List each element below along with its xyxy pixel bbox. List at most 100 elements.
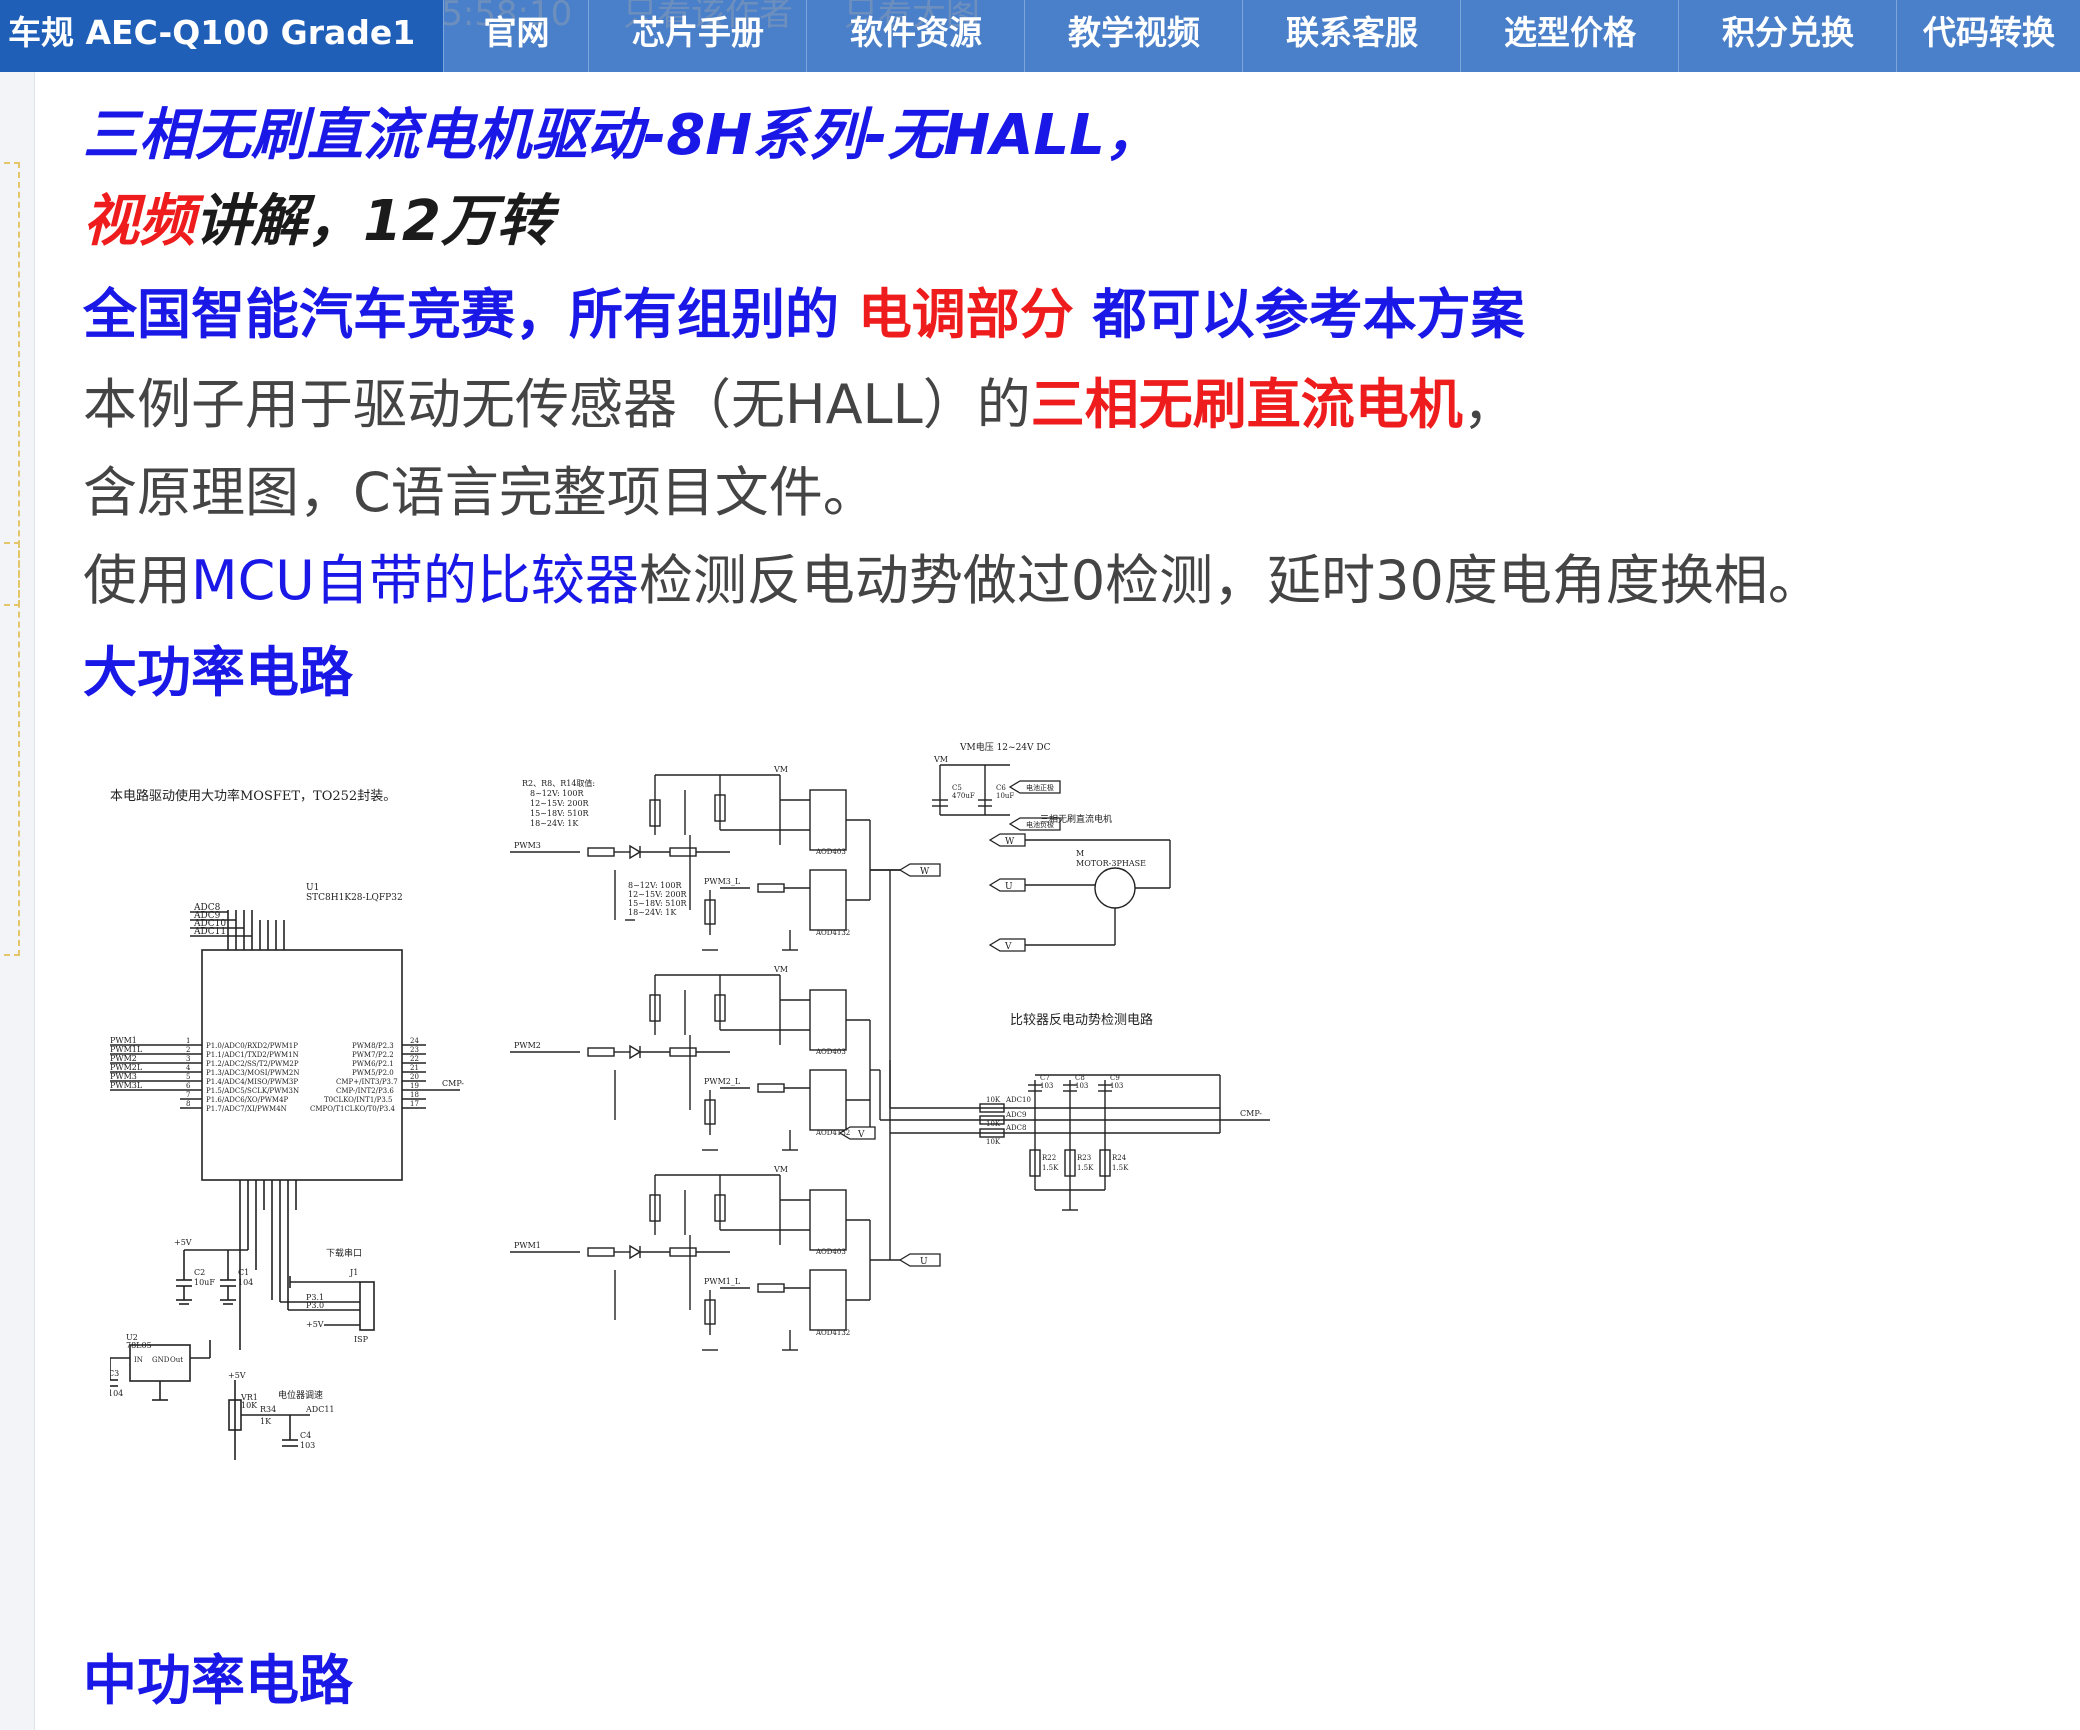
vm-supply-label: VM电压 12~24V DC — [959, 741, 1051, 753]
heading-high-power: 大功率电路 — [83, 641, 353, 704]
top-nav-bar: 发表于 2023-4-15 15:58:10 只看该作者 只看大图 车规 AEC… — [0, 0, 2080, 72]
desc3-b: 检测反电动势做过0检测，延时30度电角度换相。 — [638, 549, 1822, 612]
nav-item-software[interactable]: 软件资源 — [806, 0, 1025, 72]
pin-name: CMPO/T1CLKO/T0/P3.4 — [310, 1105, 395, 1113]
pin-name: T0CLKO/INT1/P3.5 — [324, 1096, 392, 1104]
pwm-input: PWM2 — [514, 1041, 541, 1050]
phase-tag: U — [1005, 882, 1013, 892]
p30-label: P3.0 — [306, 1301, 324, 1310]
cmp-minus-label: CMP- — [442, 1079, 464, 1088]
desc1-b: ， — [1462, 373, 1517, 436]
vr1-value: 10K — [241, 1401, 258, 1410]
comp-res: 10K — [986, 1096, 1001, 1104]
comp-cap: C8 — [1075, 1074, 1085, 1082]
pin-name: PWM7/P2.2 — [352, 1051, 394, 1059]
plus5v-label: +5V — [174, 1238, 192, 1247]
c5-value: 470uF — [952, 792, 975, 800]
vr1-label: VR1 — [240, 1393, 258, 1402]
pin-number: 1 — [186, 1037, 190, 1045]
comparator-title: 比较器反电动势检测电路 — [1010, 1012, 1153, 1028]
pin-label: PWM2 — [110, 1054, 137, 1063]
only-author-link[interactable]: 只看该作者 — [623, 0, 794, 34]
r-value: 15~18V: 510R — [530, 809, 590, 818]
battery-pos: 电池正极 — [1026, 783, 1054, 792]
adc-label: ADC8 — [193, 903, 221, 913]
schematic-diagram[interactable]: 本电路驱动使用大功率MOSFET，TO252封装。 U1 STC8H1K28-L… — [110, 740, 1580, 1540]
comp-pull: R22 — [1042, 1154, 1056, 1162]
r-values-title: R2、R8、R14取值: — [522, 778, 595, 788]
motor-title: 三相无刷直流电机 — [1040, 813, 1112, 825]
adc11-label: ADC11 — [305, 1405, 335, 1414]
c2-value: 10uF — [194, 1278, 215, 1287]
plus5v-label-pot: +5V — [228, 1371, 246, 1380]
c3-label: C3 — [110, 1369, 119, 1378]
pwm-low: PWM3_L — [704, 877, 741, 886]
pin-number: 24 — [410, 1037, 419, 1045]
pin-name: P1.1/ADC1/TXD2/PWM1N — [206, 1051, 299, 1059]
pin-label: PWM1 — [110, 1036, 137, 1045]
vm-label: VM — [773, 1165, 788, 1174]
adc-label: ADC9 — [193, 911, 221, 921]
pin-number: 21 — [410, 1064, 419, 1072]
nav-item-official-site[interactable]: 官网 — [443, 0, 589, 72]
r-value-mid: 18~24V: 1K — [628, 908, 677, 917]
pin-number: 8 — [186, 1100, 190, 1108]
pin-number: 22 — [410, 1055, 419, 1063]
heading-mid-power: 中功率电路 — [83, 1649, 353, 1712]
nav-item-points[interactable]: 积分兑换 — [1678, 0, 1897, 72]
r-value: 12~15V: 200R — [530, 799, 590, 808]
nav-item-video[interactable]: 教学视频 — [1024, 0, 1243, 72]
pin-name: P1.0/ADC0/RXD2/PWM1P — [206, 1042, 298, 1050]
c4-value: 103 — [300, 1441, 315, 1450]
pin-number: 20 — [410, 1073, 419, 1081]
reg-pin: GND — [152, 1356, 170, 1364]
desc3-a: 使用 — [83, 549, 191, 612]
vm-label: VM — [933, 755, 948, 764]
pin-label: PWM2L — [110, 1063, 143, 1072]
phase-tag: V — [857, 1130, 865, 1140]
pin-label: PWM3 — [110, 1072, 137, 1081]
pin-number: 23 — [410, 1046, 419, 1054]
c5-label: C5 — [952, 784, 962, 792]
pin-name: P1.2/ADC2/SS/T2/PWM2P — [206, 1060, 299, 1068]
motor-m: M — [1076, 849, 1084, 858]
video-line-text: 讲解，12万转 — [195, 189, 553, 254]
c2-label: C2 — [194, 1268, 205, 1277]
video-word[interactable]: 视频 — [83, 189, 195, 254]
pin-name: PWM6/P2.1 — [352, 1060, 394, 1068]
comp-cap-value: 103 — [1075, 1082, 1088, 1090]
mos-lo: AOD4132 — [815, 1129, 850, 1137]
comp-cap: C7 — [1040, 1074, 1050, 1082]
competition-text-a: 全国智能汽车竞赛，所有组别的 — [83, 283, 858, 346]
u1-label: U1 — [306, 883, 319, 893]
motor-highlight: 三相无刷直流电机 — [1030, 373, 1463, 436]
pin-name: P1.3/ADC3/MOSI/PWM2N — [206, 1069, 300, 1077]
isp-label: ISP — [354, 1335, 369, 1344]
j1-label: J1 — [349, 1268, 358, 1277]
phase-tag: U — [920, 1257, 928, 1267]
competition-line: 全国智能汽车竞赛，所有组别的 电调部分 都可以参考本方案 — [83, 270, 1525, 349]
pin-label: PWM1L — [110, 1045, 143, 1054]
pwm-input: PWM1 — [514, 1241, 541, 1250]
reg-pin: IN — [134, 1356, 143, 1364]
r-value-mid: 8~12V: 100R — [628, 881, 682, 890]
only-large-image-link[interactable]: 只看大图 — [843, 0, 980, 34]
nav-item-aec-q100[interactable]: 车规 AEC-Q100 Grade1 — [0, 0, 443, 72]
nav-item-datasheet[interactable]: 芯片手册 — [588, 0, 807, 72]
comp-pull: R23 — [1077, 1154, 1091, 1162]
pin-name: CMP+/INT3/P3.7 — [336, 1078, 398, 1086]
nav-item-code-convert[interactable]: 代码转换 — [1896, 0, 2080, 72]
nav-item-pricing[interactable]: 选型价格 — [1460, 0, 1679, 72]
pin-number: 19 — [410, 1082, 419, 1090]
mos-hi: AOD403 — [815, 1048, 846, 1056]
u2-part: 78L05 — [126, 1341, 152, 1350]
nav-item-support[interactable]: 联系客服 — [1242, 0, 1461, 72]
pin-number: 2 — [186, 1046, 190, 1054]
plus5v-label-j1: +5V — [306, 1320, 324, 1329]
u1-chip-body — [201, 949, 403, 1181]
pwm-input: PWM3 — [514, 841, 541, 850]
comp-pull-value: 1.5K — [1112, 1164, 1129, 1172]
u2-label: U2 — [126, 1333, 138, 1342]
pin-name: P1.6/ADC6/XO/PWM4P — [206, 1096, 289, 1104]
r34-value: 1K — [260, 1417, 272, 1426]
